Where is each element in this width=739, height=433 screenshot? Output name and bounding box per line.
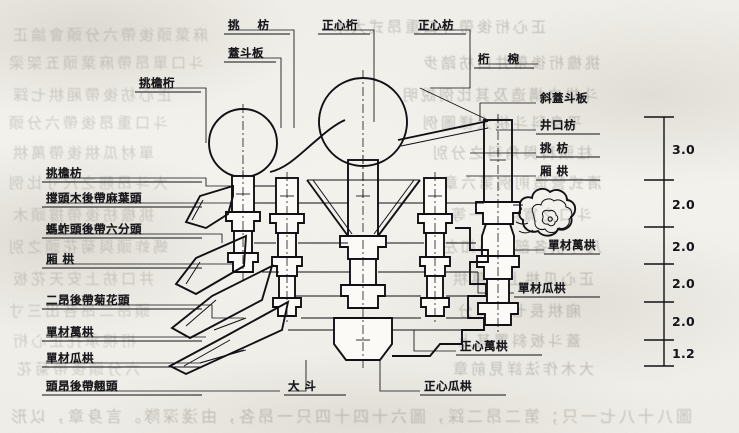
label-zheng-xin-gua: 正心瓜栱 [424, 379, 472, 393]
label-jing-kou-fang: 井口枋 [540, 118, 576, 132]
dimension-value: 3.0 [672, 141, 696, 157]
label-dan-cai-wan-l: 單材萬栱 [46, 325, 94, 339]
cloud-scroll-ornament [513, 187, 577, 237]
label-gai-dou-ban: 蓋斗板 [228, 46, 264, 60]
central-column-stack [333, 155, 393, 370]
ang-cantilever-arms [167, 184, 290, 376]
label-tiao-yan-fang: 挑檐枋 [46, 166, 82, 180]
centre-tick-marks [236, 159, 506, 341]
gai-dou-ban-curve [269, 119, 346, 173]
label-tiao-fang: 挑 枋 [228, 18, 277, 32]
leader-lines-bottom [288, 360, 307, 392]
right-silhouette [392, 227, 489, 357]
label-xiang-gong-l: 厢 栱 [46, 252, 75, 266]
dimension-value: 2.0 [672, 314, 696, 329]
label-tiao-fang-r: 挑 枋 [540, 141, 569, 155]
diagonal-braces [306, 179, 421, 237]
label-zheng-xin-fang: 正心枋 [418, 18, 454, 32]
fourth-column [417, 172, 453, 322]
label-dan-cai-gua-r: 單材瓜栱 [518, 281, 566, 295]
dimension-value: 2.0 [672, 276, 696, 291]
label-zheng-xin-wan: 正心萬栱 [460, 339, 508, 353]
label-xiang-gong-r: 厢 栱 [540, 164, 569, 178]
label-da-dou: 大 斗 [288, 379, 317, 393]
label-tou-ang: 頭昂後帶翹頭 [46, 379, 118, 393]
dimension-value: 1.2 [672, 346, 696, 361]
dimension-value: 2.0 [672, 196, 696, 212]
second-column [269, 172, 305, 322]
dimension-scale [644, 116, 674, 367]
label-zheng-xin-heng: 正心桁 [322, 18, 358, 32]
dimension-value: 2.0 [672, 238, 696, 254]
label-dan-cai-gua-l: 單材瓜栱 [46, 351, 94, 365]
label-tiao-yan-heng: 挑檐桁 [139, 76, 175, 90]
label-cheng-tou-mu: 撐頭木後帶麻葉頭 [46, 191, 142, 205]
right-post [475, 114, 521, 332]
label-xie-gai-dou-ban: 斜蓋斗板 [540, 91, 588, 105]
label-dan-cai-wan-r: 單材萬栱 [548, 238, 596, 252]
label-er-ang: 二昂後帶菊花頭 [46, 293, 130, 307]
horizontal-members [254, 185, 484, 331]
xie-gai-dou-ban [397, 120, 489, 147]
leader-lines-top [228, 29, 538, 128]
label-heng-wan: 桁 椀 [478, 52, 527, 66]
label-ma-zha-tou: 螞蚱頭後帶六分頭 [46, 222, 142, 236]
